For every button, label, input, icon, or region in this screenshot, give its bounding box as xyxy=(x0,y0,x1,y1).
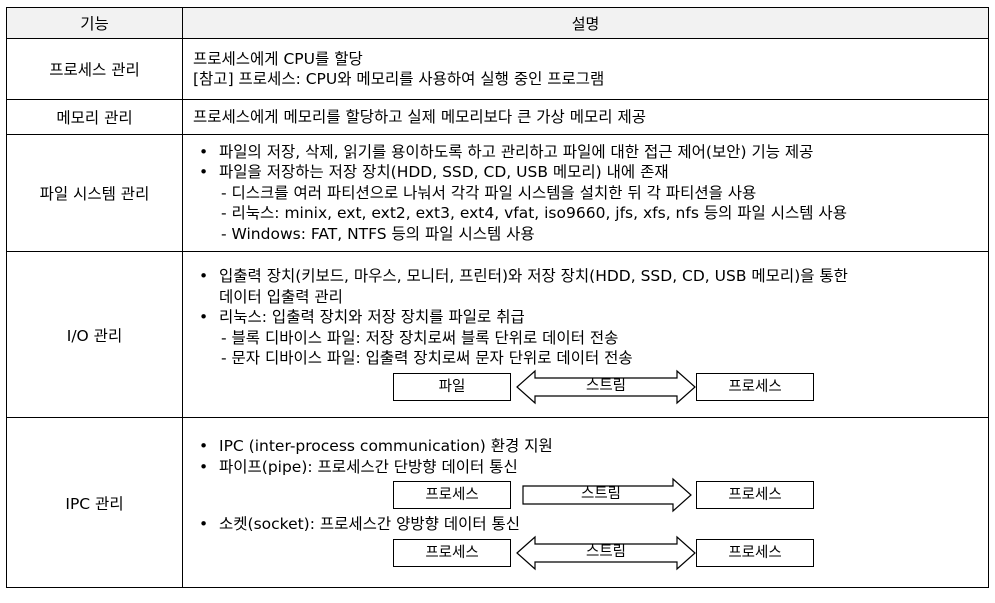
function-name: 메모리 관리 xyxy=(6,99,183,135)
description-line: [참고] 프로세스: CPU와 메모리를 사용하여 실행 중인 프로그램 xyxy=(193,70,605,88)
stream-label: 스트림 xyxy=(585,377,627,394)
bullet-icon: • xyxy=(199,437,209,456)
process-box: 프로세스 xyxy=(393,538,511,567)
bullet-continuation: 데이터 입출력 관리 xyxy=(219,287,343,306)
bullet-item: •파일을 저장하는 저장 장치(HDD, SSD, CD, USB 메모리) 내… xyxy=(199,163,669,182)
unidirectional-arrow-icon xyxy=(522,477,692,513)
function-name: IPC 관리 xyxy=(6,417,183,588)
os-functions-table: 기능 설명 프로세스 관리 프로세스에게 CPU를 할당 [참고] 프로세스: … xyxy=(6,7,989,588)
sub-item: - 블록 디바이스 파일: 저장 장치로써 블록 단위로 데이터 전송 xyxy=(221,328,619,347)
stream-label: 스트림 xyxy=(585,543,627,560)
table-row: 메모리 관리 프로세스에게 메모리를 할당하고 실제 메모리보다 큰 가상 메모… xyxy=(6,99,989,135)
bullet-icon: • xyxy=(199,515,209,534)
bullet-item: •파일의 저장, 삭제, 읽기를 용이하도록 하고 관리하고 파일에 대한 접근… xyxy=(199,142,814,161)
header-row: 기능 설명 xyxy=(6,7,989,39)
bullet-item: •파이프(pipe): 프로세스간 단방향 데이터 통신 xyxy=(199,457,518,476)
bullet-item: •리눅스: 입출력 장치와 저장 장치를 파일로 취급 xyxy=(199,308,525,327)
bullet-icon: • xyxy=(199,308,209,327)
bullet-icon: • xyxy=(199,142,209,161)
description-cell: •IPC (inter-process communication) 환경 지원… xyxy=(182,417,989,588)
bullet-icon: • xyxy=(199,163,209,182)
function-name: 프로세스 관리 xyxy=(6,38,183,100)
sub-item: - 리눅스: minix, ext, ext2, ext3, ext4, vfa… xyxy=(221,204,847,223)
bullet-icon: • xyxy=(199,457,209,476)
description-line: 프로세스에게 메모리를 할당하고 실제 메모리보다 큰 가상 메모리 제공 xyxy=(193,107,646,126)
bidirectional-arrow-icon xyxy=(516,369,696,405)
table-row: 파일 시스템 관리 •파일의 저장, 삭제, 읽기를 용이하도록 하고 관리하고… xyxy=(6,134,989,252)
stream-label: 스트림 xyxy=(580,486,622,503)
process-box: 프로세스 xyxy=(696,372,814,401)
description-line: 프로세스에게 CPU를 할당 xyxy=(193,49,363,68)
sub-item: - Windows: FAT, NTFS 등의 파일 시스템 사용 xyxy=(221,224,535,243)
description-cell: 프로세스에게 메모리를 할당하고 실제 메모리보다 큰 가상 메모리 제공 xyxy=(182,99,989,135)
bullet-item: •소켓(socket): 프로세스간 양방향 데이터 통신 xyxy=(199,515,521,534)
description-cell: •파일의 저장, 삭제, 읽기를 용이하도록 하고 관리하고 파일에 대한 접근… xyxy=(182,134,989,252)
process-box: 프로세스 xyxy=(696,481,814,510)
function-name: 파일 시스템 관리 xyxy=(6,134,183,252)
header-function: 기능 xyxy=(6,7,183,39)
file-box: 파일 xyxy=(393,372,511,401)
process-box: 프로세스 xyxy=(393,481,511,510)
description-cell: •입출력 장치(키보드, 마우스, 모니터, 프린터)와 저장 장치(HDD, … xyxy=(182,251,989,418)
bullet-item: •입출력 장치(키보드, 마우스, 모니터, 프린터)와 저장 장치(HDD, … xyxy=(199,267,848,286)
stream-diagram: 파일 스트림 프로세스 xyxy=(193,369,978,405)
function-name: I/O 관리 xyxy=(6,251,183,418)
sub-item: - 디스크를 여러 파티션으로 나눠서 각각 파일 시스템을 설치한 뒤 각 파… xyxy=(221,183,757,202)
table-row: IPC 관리 •IPC (inter-process communication… xyxy=(6,417,989,588)
bullet-item: •IPC (inter-process communication) 환경 지원 xyxy=(199,437,553,456)
process-box: 프로세스 xyxy=(696,538,814,567)
sub-item: - 문자 디바이스 파일: 입출력 장치로써 문자 단위로 데이터 전송 xyxy=(221,349,633,368)
header-description: 설명 xyxy=(182,7,989,39)
table-row: I/O 관리 •입출력 장치(키보드, 마우스, 모니터, 프린터)와 저장 장… xyxy=(6,251,989,418)
table-row: 프로세스 관리 프로세스에게 CPU를 할당 [참고] 프로세스: CPU와 메… xyxy=(6,38,989,100)
pipe-diagram: 프로세스 스트림 프로세스 xyxy=(193,477,978,513)
bullet-icon: • xyxy=(199,267,209,286)
socket-diagram: 프로세스 스트림 프로세스 xyxy=(193,535,978,571)
bidirectional-arrow-icon xyxy=(516,535,696,571)
description-cell: 프로세스에게 CPU를 할당 [참고] 프로세스: CPU와 메모리를 사용하여… xyxy=(182,38,989,100)
